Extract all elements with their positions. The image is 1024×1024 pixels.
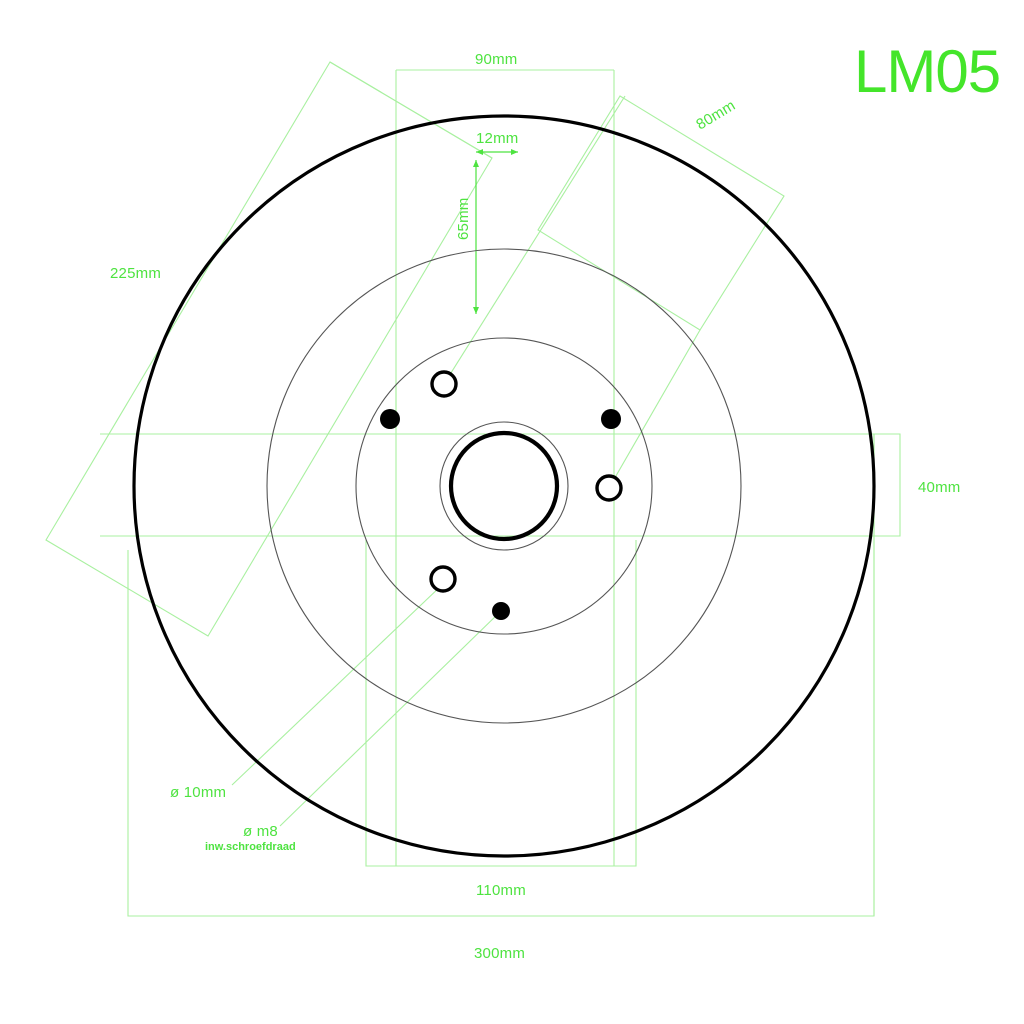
label-40mm: 40mm [918, 479, 960, 496]
leader-hole-thread [279, 610, 502, 827]
part-geometry [132, 114, 876, 858]
hub-outer-ring [439, 421, 569, 551]
label-90mm: 90mm [475, 51, 517, 68]
label-hole-thread-sub: inw.schroefdraad [205, 841, 296, 853]
leader-slot-to-hole [443, 95, 626, 385]
hole-filled-left [380, 409, 400, 429]
slot-lower-left [234, 569, 361, 642]
label-65mm: 65mm [455, 198, 472, 240]
frame-40mm [100, 433, 901, 537]
hole-open-top-left [430, 370, 458, 398]
arrow-65mm-head-top [473, 160, 479, 167]
label-225mm: 225mm [110, 265, 161, 282]
label-80mm: 80mm [693, 97, 738, 133]
frame-225mm-80mm-rotated [45, 61, 493, 637]
label-hole-thread: ø m8 [243, 823, 278, 840]
mid-ring-circle [266, 248, 742, 724]
hole-filled-bottom [492, 602, 510, 620]
label-300mm: 300mm [474, 945, 525, 962]
page-title: LM05 [854, 38, 1000, 105]
outer-rim-circle [132, 114, 876, 858]
dimension-labels: 90mm 12mm 65mm 80mm 225mm 40mm 110mm 300… [110, 51, 960, 962]
frame-90mm [395, 69, 615, 866]
leader-hole-open [231, 583, 444, 786]
inner-ring-circle [355, 337, 653, 635]
frame-110mm [365, 540, 637, 867]
hole-open-right [595, 474, 623, 502]
dimension-arrows [473, 149, 518, 314]
hole-filled-right [601, 409, 621, 429]
radial-slots [234, 174, 774, 642]
bolt-circle-holes [380, 370, 623, 620]
arrow-12mm-head-left [476, 149, 483, 155]
slot-lower-right [647, 569, 774, 642]
arrow-65mm-head-bottom [473, 307, 479, 314]
arrow-12mm-head-right [511, 149, 518, 155]
label-hole-open: ø 10mm [170, 784, 226, 801]
leader-225mm [329, 61, 493, 159]
center-bore-circle [448, 430, 560, 542]
frame-80mm-rotated [537, 95, 785, 331]
hole-open-bottom-left [429, 565, 457, 593]
label-12mm: 12mm [476, 130, 518, 147]
label-110mm: 110mm [476, 882, 526, 899]
leader-right-open-hole [608, 329, 701, 489]
